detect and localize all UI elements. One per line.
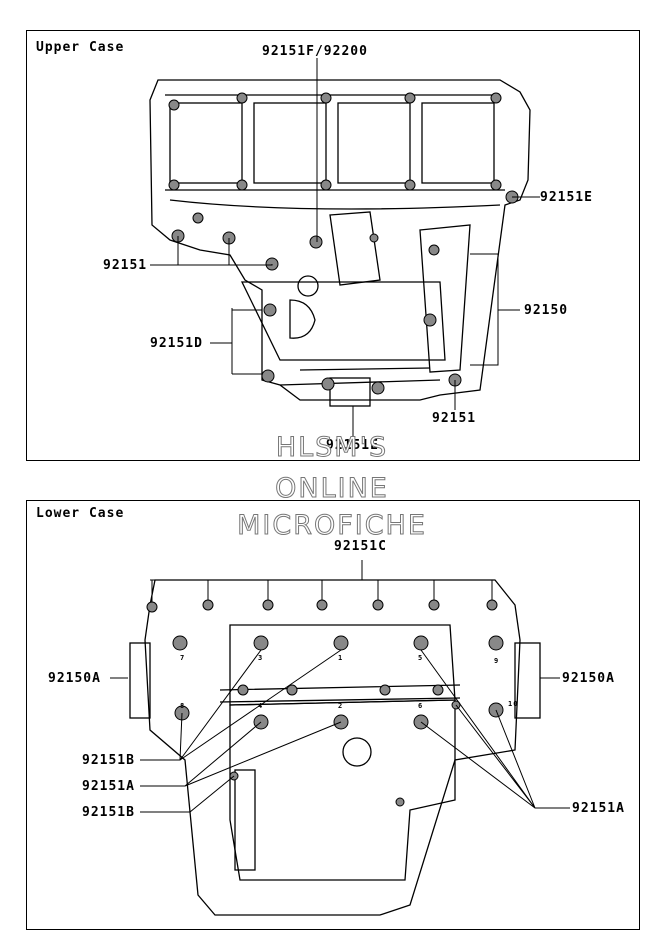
bolt-number-10: 10	[508, 700, 519, 708]
label-92151f-92200: 92151F/92200	[262, 44, 368, 59]
lower-case-outline	[144, 579, 521, 916]
watermark-line-2: ONLINE	[275, 473, 389, 505]
bolt-number-3: 3	[258, 654, 264, 662]
watermark-line-3: MICROFICHE	[237, 510, 427, 542]
label-92150: 92150	[524, 303, 569, 318]
label-92150a-right: 92150A	[562, 671, 615, 686]
label-92151e-right: 92151E	[540, 190, 593, 205]
upper-case-title: Upper Case	[36, 40, 125, 55]
bolt-number-8: 8	[180, 702, 186, 710]
label-92151e-bottom: 92151E	[326, 438, 379, 453]
bolt-number-1: 1	[338, 654, 344, 662]
bolt-number-5: 5	[418, 654, 424, 662]
label-92151-left: 92151	[103, 258, 148, 273]
cylinder-3	[337, 102, 411, 184]
bolt-number-7: 7	[180, 654, 186, 662]
label-92151b-bottom: 92151B	[82, 805, 135, 820]
watermark-line-1: HLSM'S	[275, 432, 389, 464]
bolt-number-9: 9	[494, 657, 500, 665]
lower-case-title: Lower Case	[36, 506, 125, 521]
label-92151b-top: 92151B	[82, 753, 135, 768]
cylinder-4	[421, 102, 495, 184]
label-92150a-left: 92150A	[48, 671, 101, 686]
label-92151c: 92151C	[334, 539, 387, 554]
upper-case-panel	[26, 30, 640, 461]
cylinder-1	[169, 102, 243, 184]
upper-case-outline	[149, 79, 531, 401]
bolt-number-4: 4	[258, 702, 264, 710]
label-92151a-left: 92151A	[82, 779, 135, 794]
label-92151-bottom-right: 92151	[432, 411, 477, 426]
lower-case-panel	[26, 500, 640, 930]
bolt-number-2: 2	[338, 702, 344, 710]
cylinder-2	[253, 102, 327, 184]
label-92151a-right: 92151A	[572, 801, 625, 816]
bolt-number-6: 6	[418, 702, 424, 710]
label-92151d: 92151D	[150, 336, 203, 351]
